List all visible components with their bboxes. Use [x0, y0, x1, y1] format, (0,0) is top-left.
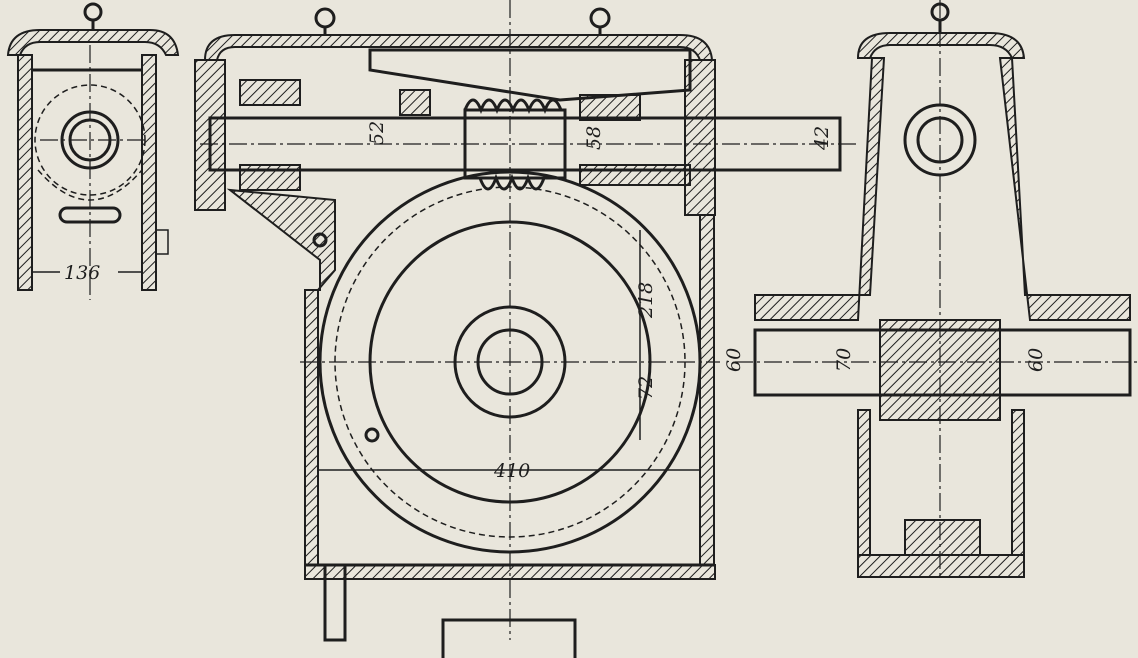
dimension-52: 52 — [366, 121, 388, 145]
right-section-view: 60 70 60 — [723, 0, 1138, 580]
dimension-72: 72 — [635, 376, 657, 400]
dimension-70: 70 — [833, 348, 855, 372]
main-section-view: 52 58 42 218 72 410 — [194, 0, 860, 658]
dimension-410: 410 — [493, 460, 530, 482]
dimension-58: 58 — [583, 126, 605, 150]
dimension-42: 42 — [811, 126, 833, 151]
dimension-60-left: 60 — [723, 348, 745, 372]
dimension-218: 218 — [635, 282, 657, 319]
dimension-136: 136 — [64, 262, 100, 284]
left-end-view: 136 — [6, 2, 180, 300]
dimension-60-right: 60 — [1025, 348, 1047, 372]
